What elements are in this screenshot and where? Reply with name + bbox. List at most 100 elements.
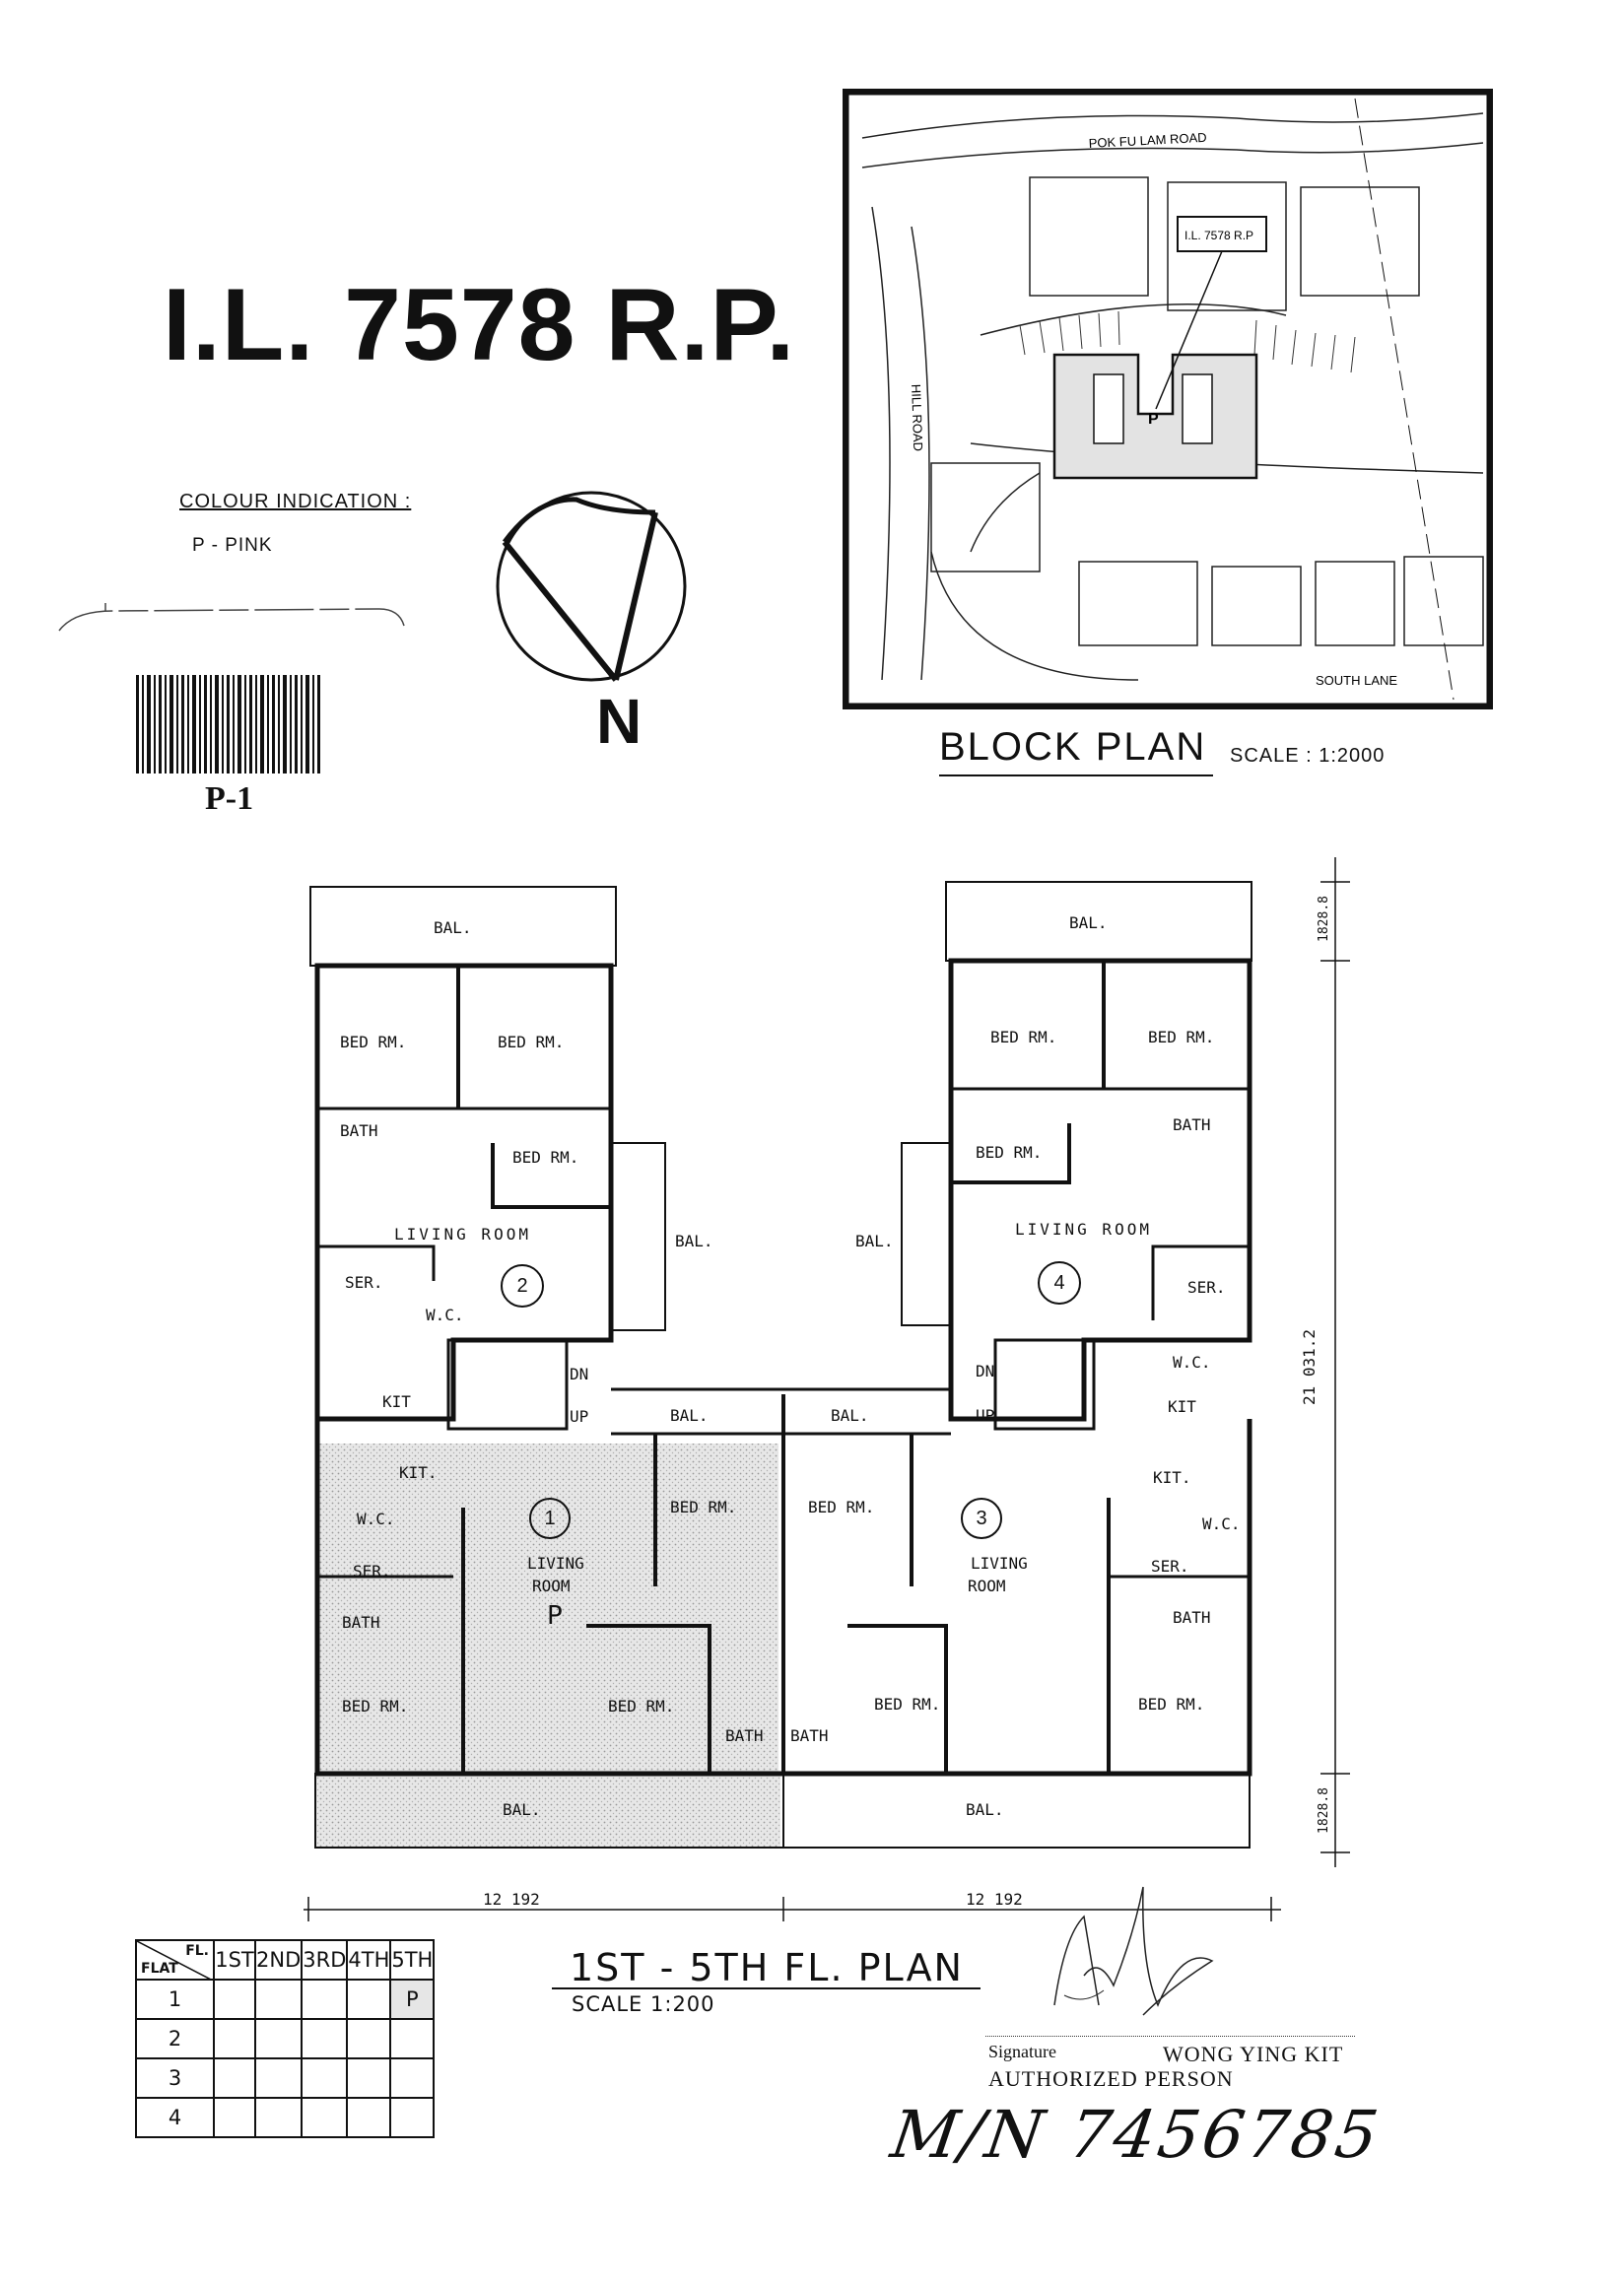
room-label: BATH [725, 1726, 764, 1745]
table-row: 3 [135, 2057, 436, 2099]
room-label: KIT. [1153, 1468, 1191, 1487]
room-label: BED RM. [990, 1028, 1057, 1046]
dimension-bottom-balcony: 1828.8 [1316, 1787, 1331, 1834]
flat-number-3: 3 [961, 1498, 1002, 1539]
block-plan-road3: SOUTH LANE [1316, 673, 1397, 688]
room-label: BATH [1173, 1608, 1211, 1627]
room-label: BED RM. [512, 1148, 579, 1167]
room-label: BAL. [855, 1232, 894, 1250]
table-cell [301, 2057, 349, 2099]
table-header-cell: 3RD [301, 1939, 349, 1981]
table-header-cell: 2ND [253, 1939, 304, 1981]
table-header-cell: 1ST [213, 1939, 256, 1981]
room-label: BED RM. [498, 1033, 565, 1051]
room-label: LIVING ROOM [394, 1225, 531, 1244]
table-cell [301, 2018, 349, 2059]
table-cell [346, 2097, 392, 2138]
block-plan-map: POK FU LAM ROAD HILL ROAD SOUTH LANE I.L… [843, 89, 1493, 709]
block-plan-road1: POK FU LAM ROAD [1088, 130, 1207, 151]
colour-indication-item: P - PINK [192, 535, 273, 556]
dimension-right-width: 12 192 [966, 1890, 1023, 1909]
north-label: N [596, 686, 643, 757]
room-label: W.C. [426, 1306, 464, 1324]
room-label: BAL. [670, 1406, 709, 1425]
table-cell [253, 2057, 304, 2099]
room-label: KIT [382, 1392, 411, 1411]
table-cell [213, 2057, 256, 2099]
floor-plan-title: 1ST - 5TH FL. PLAN [570, 1946, 964, 1989]
table-cell [346, 2018, 392, 2059]
signature-label: Signature [988, 2042, 1056, 2061]
barcode-label: P-1 [205, 780, 254, 817]
room-label: W.C. [1202, 1514, 1241, 1533]
room-label: ROOM [968, 1577, 1006, 1595]
table-cell [253, 1979, 304, 2020]
table-row: 2 [135, 2018, 436, 2059]
room-label: SER. [345, 1273, 383, 1292]
room-label: BED RM. [342, 1697, 409, 1715]
table-cell [213, 2097, 256, 2138]
signature-line [985, 2036, 1355, 2037]
floor-plan-title-underline [552, 1987, 981, 1989]
room-label: BATH [342, 1613, 380, 1632]
page-title: I.L. 7578 R.P. [163, 268, 796, 382]
table-corner-fl: FL. [185, 1943, 209, 1959]
handwritten-signature [1053, 1886, 1214, 2016]
room-label: BATH [340, 1121, 378, 1140]
table-row-flat: 3 [135, 2057, 215, 2099]
table-cell [213, 2018, 256, 2059]
table-cell [346, 2057, 392, 2099]
room-label: BED RM. [670, 1498, 737, 1516]
barcode [136, 675, 320, 774]
room-label: BED RM. [1138, 1695, 1205, 1714]
block-plan-title: BLOCK PLAN [939, 725, 1207, 769]
flat-number-1: 1 [529, 1498, 571, 1539]
table-cell [346, 1979, 392, 2020]
block-plan-lot-label: I.L. 7578 R.P [1184, 229, 1253, 242]
table-row-flat: 1 [135, 1979, 215, 2020]
room-label: KIT. [399, 1463, 438, 1482]
block-plan-marker: P [1148, 411, 1159, 428]
dimension-height: 21 031.2 [1300, 1328, 1320, 1406]
room-label: BAL. [503, 1800, 541, 1819]
stair-label: DN [976, 1362, 995, 1380]
block-plan-road2: HILL ROAD [909, 384, 925, 452]
room-label: BED RM. [340, 1033, 407, 1051]
floor-plan-scale: SCALE 1:200 [572, 1992, 715, 2016]
colour-indication-heading: COLOUR INDICATION : [179, 491, 412, 512]
table-header-cell: 4TH [346, 1939, 392, 1981]
table-corner-flat: FLAT [141, 1961, 178, 1977]
dimension-left-width: 12 192 [483, 1890, 540, 1909]
table-cell [253, 2097, 304, 2138]
room-label: BED RM. [1148, 1028, 1215, 1046]
block-plan-title-underline [939, 774, 1213, 776]
room-label: BED RM. [874, 1695, 941, 1714]
room-label: BAL. [831, 1406, 869, 1425]
table-header-cell: 5TH [389, 1939, 436, 1981]
signatory-role: AUTHORIZED PERSON [988, 2066, 1234, 2091]
decorative-curve [58, 603, 405, 632]
table-cell [253, 2018, 304, 2059]
room-label: BED RM. [608, 1697, 675, 1715]
room-label: W.C. [1173, 1353, 1211, 1372]
stair-label: UP [976, 1406, 995, 1425]
table-cell [301, 2097, 349, 2138]
room-label: BAL. [434, 918, 472, 937]
handwritten-note: M/N 7456785 [886, 2097, 1386, 2173]
table-row-flat: 4 [135, 2097, 215, 2138]
stair-label: DN [570, 1365, 589, 1383]
flat-number-2: 2 [501, 1264, 544, 1308]
table-cell [213, 1979, 256, 2020]
north-arrow-icon [496, 491, 687, 682]
room-label: LIVING [971, 1554, 1028, 1573]
room-label: SER. [1151, 1557, 1189, 1576]
stair-label: UP [570, 1407, 589, 1426]
table-row: 4 [135, 2097, 436, 2138]
table-cell [301, 1979, 349, 2020]
table-row: 1 P [135, 1979, 436, 2020]
room-label: BAL. [675, 1232, 713, 1250]
room-label: SER. [1187, 1278, 1226, 1297]
room-label: W.C. [357, 1510, 395, 1528]
table-cell: P [389, 1979, 436, 2020]
